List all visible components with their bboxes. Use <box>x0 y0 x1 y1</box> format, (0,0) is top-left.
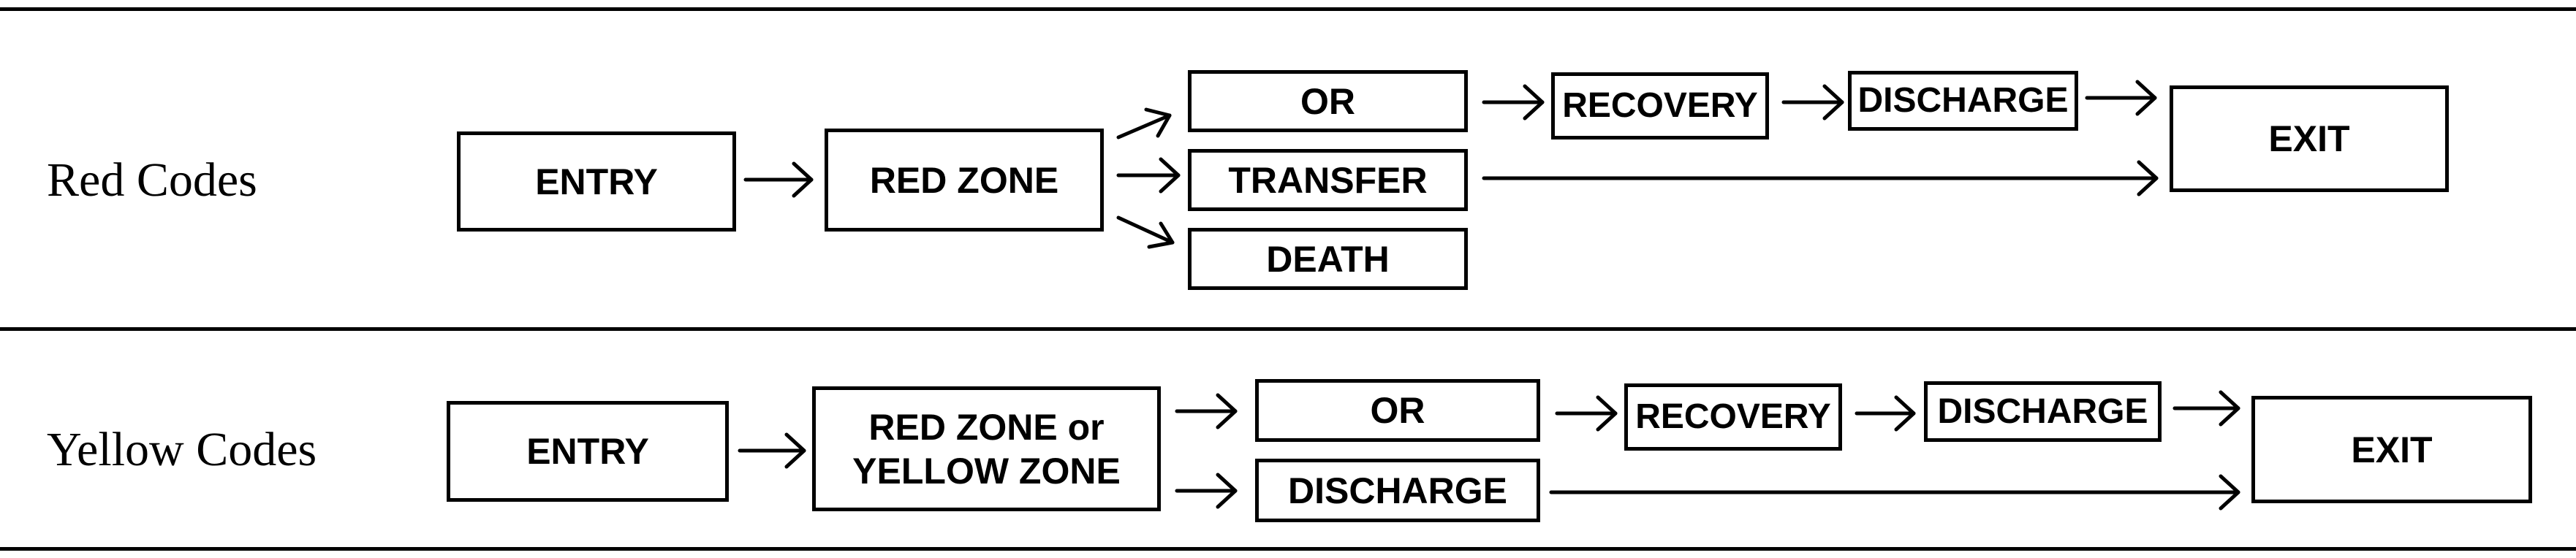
yellow-zone-box: RED ZONE or YELLOW ZONE <box>812 386 1161 511</box>
arrow-red-recovery-to-discharge <box>1781 84 1844 121</box>
arrow-yellow-discharge-direct-to-exit <box>1549 474 2240 511</box>
arrow-yellow-entry-to-zone <box>738 432 806 469</box>
yellow-discharge-label: DISCHARGE <box>1937 391 2148 431</box>
yellow-zone-label-line1: RED ZONE or <box>868 406 1105 448</box>
top-rule <box>0 7 2576 11</box>
yellow-or-label: OR <box>1370 390 1425 431</box>
red-or-label: OR <box>1300 80 1355 122</box>
arrow-yellow-or-to-recovery <box>1555 395 1618 432</box>
bottom-rule <box>0 547 2576 551</box>
arrow-red-zone-to-transfer <box>1116 157 1181 194</box>
arrow-red-transfer-to-exit <box>1482 160 2159 196</box>
red-recovery-label: RECOVERY <box>1562 86 1758 126</box>
arrow-red-or-to-recovery <box>1482 84 1545 121</box>
yellow-entry-label: ENTRY <box>526 431 649 472</box>
yellow-entry-box: ENTRY <box>447 401 729 502</box>
red-discharge-box: DISCHARGE <box>1848 71 2078 131</box>
red-death-label: DEATH <box>1266 238 1390 280</box>
yellow-recovery-box: RECOVERY <box>1624 383 1842 451</box>
yellow-exit-box: EXIT <box>2251 396 2532 503</box>
red-exit-label: EXIT <box>2268 118 2350 159</box>
row-label-yellow-codes: Yellow Codes <box>47 423 317 476</box>
red-entry-box: ENTRY <box>457 131 736 232</box>
red-transfer-box: TRANSFER <box>1188 149 1468 211</box>
yellow-discharge-direct-box: DISCHARGE <box>1255 459 1540 522</box>
red-discharge-label: DISCHARGE <box>1857 81 2069 121</box>
row-label-red-codes: Red Codes <box>47 153 257 207</box>
arrow-yellow-discharge-to-exit <box>2172 390 2240 427</box>
yellow-or-box: OR <box>1255 379 1540 442</box>
red-transfer-label: TRANSFER <box>1228 159 1428 201</box>
arrow-yellow-zone-to-discharge <box>1175 473 1238 509</box>
red-or-box: OR <box>1188 70 1468 132</box>
yellow-discharge-box: DISCHARGE <box>1924 381 2162 442</box>
yellow-discharge-direct-label: DISCHARGE <box>1287 470 1508 511</box>
red-entry-label: ENTRY <box>535 161 658 202</box>
middle-rule <box>0 327 2576 331</box>
red-death-box: DEATH <box>1188 228 1468 290</box>
arrow-yellow-zone-to-or <box>1175 393 1238 429</box>
yellow-zone-label-line2: YELLOW ZONE <box>852 450 1121 492</box>
red-zone-box: RED ZONE <box>825 129 1104 232</box>
red-exit-box: EXIT <box>2170 85 2449 192</box>
yellow-zone-label: RED ZONE or YELLOW ZONE <box>852 405 1121 493</box>
arrow-red-zone-to-death <box>1116 215 1175 249</box>
arrow-red-zone-to-or <box>1116 107 1172 140</box>
arrow-red-entry-to-zone <box>743 161 814 198</box>
yellow-recovery-label: RECOVERY <box>1635 397 1831 437</box>
arrow-yellow-recovery-to-discharge <box>1855 395 1916 432</box>
red-zone-label: RED ZONE <box>869 159 1059 201</box>
arrow-red-discharge-to-exit <box>2085 80 2157 116</box>
yellow-exit-label: EXIT <box>2351 429 2433 470</box>
red-recovery-box: RECOVERY <box>1551 72 1769 140</box>
